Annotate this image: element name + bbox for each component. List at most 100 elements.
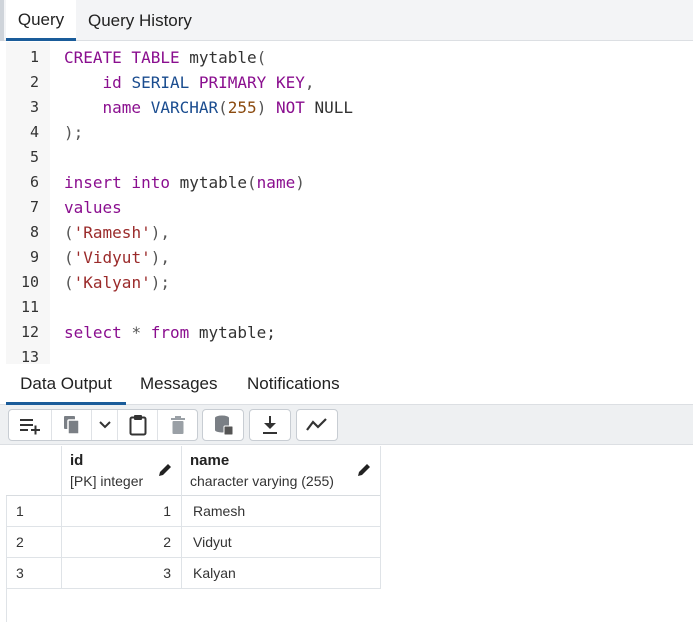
- code-token: from: [150, 323, 190, 342]
- table-row[interactable]: 2 2 Vidyut: [6, 527, 381, 558]
- code-line[interactable]: 3 name VARCHAR(255) NOT NULL: [6, 95, 693, 120]
- graph-visualiser-button[interactable]: [297, 410, 337, 440]
- line-number: 3: [29, 98, 39, 116]
- tab-messages[interactable]: Messages: [140, 374, 218, 393]
- code-token: (: [64, 248, 74, 267]
- line-number: 4: [29, 123, 39, 141]
- code-token: ,: [304, 73, 315, 92]
- code-token: ): [256, 98, 276, 117]
- cell-id[interactable]: 3: [62, 558, 182, 589]
- table-row[interactable]: 1 1 Ramesh: [6, 496, 381, 527]
- code-token: insert into: [64, 173, 170, 192]
- code-text[interactable]: );: [64, 120, 83, 145]
- line-number: 1: [29, 48, 39, 66]
- code-text[interactable]: CREATE TABLE mytable(: [64, 45, 266, 70]
- code-token: ): [295, 173, 305, 192]
- line-number: 11: [20, 298, 39, 316]
- code-line[interactable]: 13: [6, 345, 693, 364]
- download-group: [249, 409, 291, 441]
- code-token: (: [64, 273, 74, 292]
- table-row[interactable]: 3 3 Kalyan: [6, 558, 381, 589]
- tab-query[interactable]: Query: [6, 0, 76, 41]
- cell-name[interactable]: Kalyan: [182, 558, 381, 589]
- tab-query-history[interactable]: Query History: [88, 11, 192, 30]
- code-line[interactable]: 1 CREATE TABLE mytable(: [6, 45, 693, 70]
- panel-edge: [0, 0, 4, 41]
- paste-icon: [129, 415, 146, 436]
- row-number[interactable]: 3: [6, 558, 62, 589]
- code-text[interactable]: values: [64, 195, 122, 220]
- graph-group: [296, 409, 338, 441]
- download-button[interactable]: [250, 410, 290, 440]
- line-number: 2: [29, 73, 39, 91]
- code-token: mytable: [169, 173, 248, 192]
- code-line[interactable]: 11: [6, 295, 693, 320]
- code-token: id: [64, 73, 132, 92]
- column-header-name[interactable]: name character varying (255): [182, 446, 381, 496]
- code-token: mytable: [179, 48, 257, 67]
- line-number: 9: [29, 248, 39, 266]
- code-token: ),: [150, 223, 170, 242]
- delete-icon: [170, 416, 185, 434]
- code-token: 'Ramesh': [73, 223, 151, 242]
- code-text[interactable]: ('Kalyan');: [64, 270, 170, 295]
- code-line[interactable]: 5: [6, 145, 693, 170]
- code-token: CREATE TABLE: [64, 48, 180, 67]
- code-token: (: [247, 173, 257, 192]
- code-text[interactable]: insert into mytable(name): [64, 170, 305, 195]
- delete-button[interactable]: [157, 410, 197, 440]
- cell-id[interactable]: 2: [62, 527, 182, 558]
- copy-button[interactable]: [51, 410, 91, 440]
- line-number-gutter: [6, 42, 50, 364]
- code-token: (: [64, 223, 74, 242]
- chevron-down-icon: [98, 421, 111, 429]
- column-header-id[interactable]: id [PK] integer: [62, 446, 182, 496]
- code-token: NULL: [304, 98, 354, 117]
- tab-notifications[interactable]: Notifications: [247, 374, 340, 393]
- cell-name[interactable]: Vidyut: [182, 527, 381, 558]
- code-line[interactable]: 9 ('Vidyut'),: [6, 245, 693, 270]
- cell-id[interactable]: 1: [62, 496, 182, 527]
- save-data-button[interactable]: [203, 410, 243, 440]
- code-text[interactable]: id SERIAL PRIMARY KEY,: [64, 70, 315, 95]
- code-token: name: [256, 173, 296, 192]
- data-output-toolbar: [0, 405, 693, 445]
- code-token: SERIAL: [131, 73, 199, 92]
- code-token: (: [218, 98, 228, 117]
- code-line[interactable]: 10('Kalyan');: [6, 270, 693, 295]
- code-token: 'Kalyan': [73, 273, 151, 292]
- code-text[interactable]: select * from mytable;: [64, 320, 276, 345]
- row-number[interactable]: 2: [6, 527, 62, 558]
- column-name: id: [70, 452, 84, 469]
- column-type: [PK] integer: [70, 473, 144, 489]
- code-token: PRIMARY KEY: [198, 73, 305, 92]
- column-name: name: [190, 452, 230, 469]
- code-line[interactable]: 2 id SERIAL PRIMARY KEY,: [6, 70, 693, 95]
- tab-data-output[interactable]: Data Output: [6, 365, 126, 405]
- line-number: 5: [29, 148, 39, 166]
- code-line[interactable]: 8('Ramesh'),: [6, 220, 693, 245]
- grid-header: id [PK] integer name character varying (…: [6, 446, 381, 496]
- query-tab-bar: Query Query History: [0, 0, 693, 41]
- edit-pencil-icon[interactable]: [158, 463, 172, 477]
- copy-icon: [63, 416, 80, 435]
- code-text[interactable]: name VARCHAR(255) NOT NULL: [64, 95, 354, 120]
- row-number[interactable]: 1: [6, 496, 62, 527]
- paste-button[interactable]: [117, 410, 157, 440]
- column-type: character varying (255): [190, 473, 334, 489]
- copy-options-dropdown[interactable]: [91, 410, 117, 440]
- output-tab-bar: Data Output Messages Notifications: [0, 365, 693, 405]
- line-number: 13: [20, 348, 39, 364]
- code-text[interactable]: ('Ramesh'),: [64, 220, 170, 245]
- cell-name[interactable]: Ramesh: [182, 496, 381, 527]
- add-row-button[interactable]: [9, 410, 51, 440]
- code-token: 255: [227, 98, 257, 117]
- code-line[interactable]: 4);: [6, 120, 693, 145]
- edit-pencil-icon[interactable]: [357, 463, 371, 477]
- graph-visualiser-icon: [306, 418, 327, 431]
- code-text[interactable]: ('Vidyut'),: [64, 245, 170, 270]
